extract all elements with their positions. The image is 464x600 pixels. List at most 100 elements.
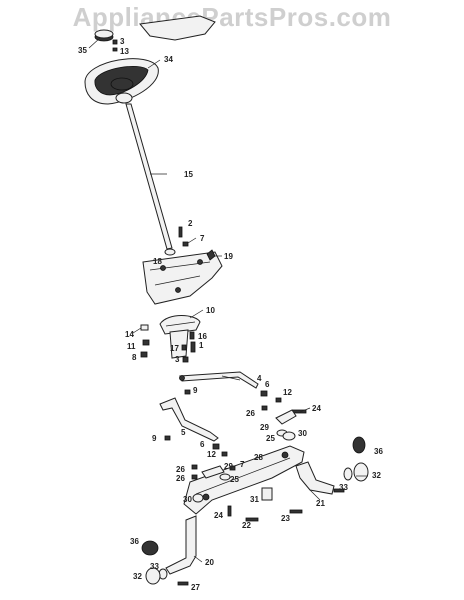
callout-32-left: 32 [133, 572, 142, 581]
callout-33-left: 33 [150, 562, 159, 571]
bearing-36-right [352, 436, 366, 454]
bolt-16 [189, 331, 195, 340]
tie-rod [159, 397, 219, 442]
callout-35: 35 [78, 46, 87, 55]
callout-12-upper: 12 [283, 388, 292, 397]
steering-arm-29-left [201, 465, 225, 479]
callout-30-lower: 30 [183, 495, 192, 504]
spindle-right [295, 461, 335, 495]
bolt-1 [190, 341, 196, 353]
spindle-left [165, 515, 197, 575]
callout-1: 1 [199, 341, 204, 350]
nut-9-upper [184, 389, 191, 395]
bolt-22 [245, 517, 259, 522]
callout-4: 4 [257, 374, 262, 383]
drag-link [179, 371, 259, 389]
callout-7-upper: 7 [200, 234, 205, 243]
callout-22: 22 [242, 521, 251, 530]
callout-32-right: 32 [372, 471, 381, 480]
screw-3 [112, 39, 118, 45]
pin-23-right [333, 488, 345, 493]
watermark-text: AppliancePartsPros.com [72, 2, 392, 32]
callout-13: 13 [120, 47, 129, 56]
bushing-18 [164, 248, 176, 256]
bushing-30-right [282, 431, 296, 441]
callout-5: 5 [181, 428, 186, 437]
callout-3-top: 3 [120, 37, 125, 46]
callout-21: 21 [316, 499, 325, 508]
callout-7-lower: 7 [240, 460, 245, 469]
callout-9-lower: 9 [152, 434, 157, 443]
callout-28: 28 [254, 453, 263, 462]
callout-34: 34 [164, 55, 173, 64]
washer-26-left-a [191, 464, 198, 470]
callout-26-left-b: 26 [176, 474, 185, 483]
callout-20: 20 [205, 558, 214, 567]
steering-shaft [125, 103, 173, 250]
washer-26-right [261, 405, 268, 411]
bushing-30-left [192, 493, 204, 503]
callout-6-lower: 6 [200, 440, 205, 449]
callout-29-lower: 29 [224, 462, 233, 471]
steering-wheel [84, 58, 159, 105]
nut-3 [182, 356, 189, 363]
callout-33-right: 33 [339, 483, 348, 492]
callout-25-lower: 25 [230, 475, 239, 484]
callout-6-upper: 6 [265, 380, 270, 389]
nut-8 [140, 351, 148, 358]
bushing-25-left [219, 473, 231, 481]
callout-29-upper: 29 [260, 423, 269, 432]
callout-19: 19 [224, 252, 233, 261]
callout-26-upper: 26 [246, 409, 255, 418]
bolt-24-left [227, 505, 232, 517]
callout-24-upper: 24 [312, 404, 321, 413]
callout-31: 31 [250, 495, 259, 504]
callout-30-upper: 30 [298, 429, 307, 438]
bushing-32-left [145, 567, 161, 585]
pin-27 [177, 581, 189, 586]
bushing-32-right [353, 462, 369, 482]
callout-9-upper: 9 [193, 386, 198, 395]
callout-12-lower: 12 [207, 450, 216, 459]
washer-26-left-b [191, 474, 198, 480]
nut-7-left [229, 465, 236, 471]
callout-11: 11 [127, 342, 136, 351]
callout-17: 17 [170, 344, 179, 353]
callout-36-left: 36 [130, 537, 139, 546]
jam-nut-12-upper [275, 397, 282, 403]
bearing-36-left [141, 540, 159, 556]
washer-33-right [343, 467, 353, 481]
nut-13 [112, 47, 118, 52]
spacer-17 [181, 344, 187, 351]
steering-arm-29-right [275, 409, 297, 425]
callout-27: 27 [191, 583, 200, 592]
leader-lines [88, 37, 368, 563]
callout-8: 8 [132, 353, 137, 362]
callout-15: 15 [184, 170, 193, 179]
callout-18: 18 [153, 257, 162, 266]
callout-14: 14 [125, 330, 134, 339]
ball-joint-6-lower [212, 443, 220, 450]
callout-36-right: 36 [374, 447, 383, 456]
callout-26-left-a: 26 [176, 465, 185, 474]
nut-7 [182, 241, 189, 247]
callout-25-upper: 25 [266, 434, 275, 443]
callout-10: 10 [206, 306, 215, 315]
jam-nut-12-lower [221, 451, 228, 457]
callout-23: 23 [281, 514, 290, 523]
bushing-14 [140, 324, 149, 331]
ball-joint-6-upper [260, 390, 268, 397]
dash-cover [139, 15, 216, 41]
nut-9-lower [164, 435, 171, 441]
callout-24-lower: 24 [214, 511, 223, 520]
bolt-2 [178, 226, 183, 238]
spacer-31 [261, 487, 273, 501]
callout-16: 16 [198, 332, 207, 341]
bolt-23 [289, 509, 303, 514]
steering-cap [94, 29, 114, 42]
steering-gear [159, 315, 201, 359]
callout-3-mid: 3 [175, 355, 180, 364]
front-axle [183, 445, 305, 515]
nut-11 [142, 339, 150, 346]
